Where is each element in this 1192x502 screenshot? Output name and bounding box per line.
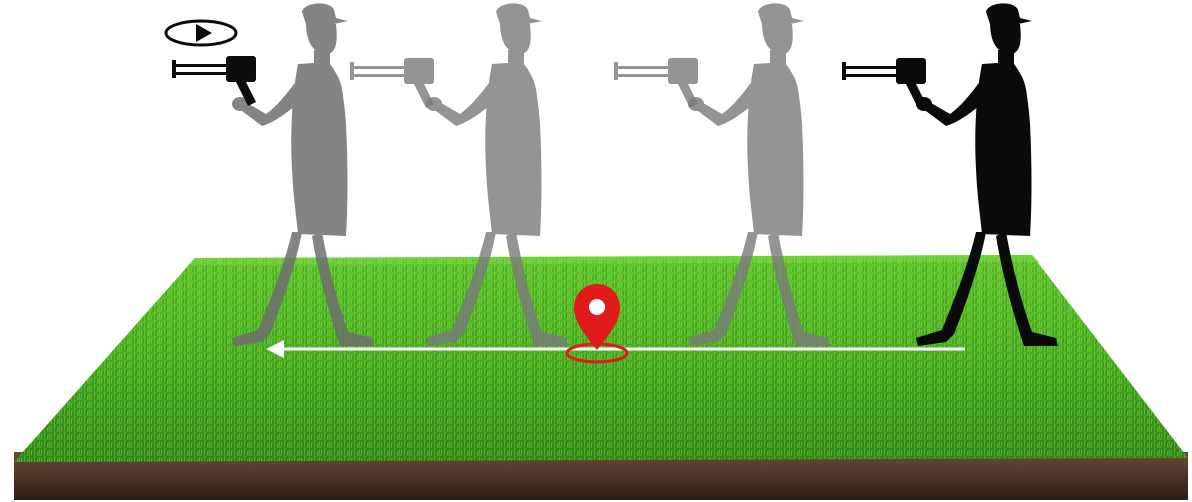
rotate-arrow-icon — [166, 21, 236, 45]
detector-device-3 — [614, 58, 698, 108]
detector-device-4 — [842, 58, 926, 108]
detector-device-2 — [350, 58, 434, 108]
